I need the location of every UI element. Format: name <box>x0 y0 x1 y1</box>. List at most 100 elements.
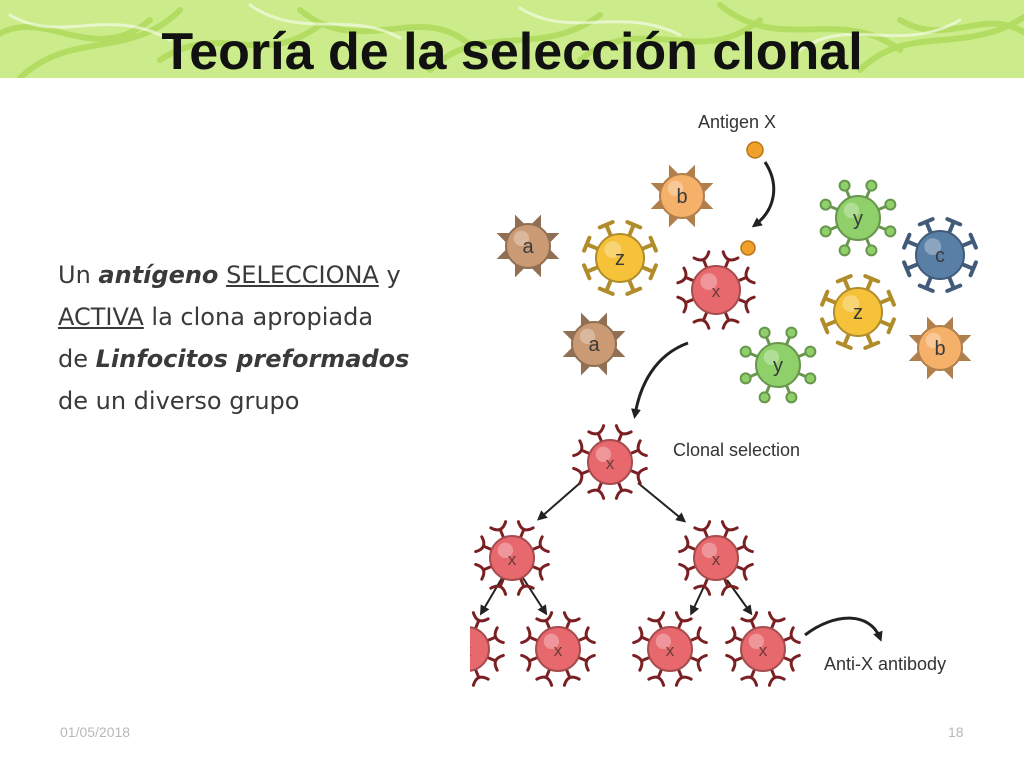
lymphocyte-x: x <box>470 611 505 687</box>
cell-body <box>915 230 965 280</box>
cell-highlight <box>667 180 684 196</box>
receptor-bar <box>945 283 963 293</box>
lymphocyte-c: c <box>902 217 978 293</box>
receptor-stem <box>797 372 807 378</box>
text-run: Un <box>58 261 99 289</box>
lymphocyte-x: x <box>678 520 754 596</box>
receptor-hook <box>535 675 554 687</box>
receptor-stem <box>865 237 871 247</box>
selection-arrow <box>631 341 689 419</box>
cell-highlight <box>843 202 860 218</box>
lymphocyte-z: z <box>582 220 658 296</box>
body-line-3: de Linfocitos preformados <box>58 338 438 380</box>
receptor-ball <box>838 244 851 257</box>
receptor-hook <box>614 424 633 436</box>
receptor-hook <box>721 250 740 262</box>
lymphocyte-y: y <box>819 179 897 257</box>
receptor-ball <box>884 225 897 238</box>
receptor-hook <box>471 675 490 687</box>
receptor-hook <box>516 584 535 596</box>
receptor-hook <box>474 535 486 554</box>
lymphocyte-x: x <box>632 611 708 687</box>
lymphocyte-b: b <box>650 164 714 228</box>
receptor-hook <box>587 424 606 436</box>
cell-highlight <box>700 273 718 290</box>
receptor-hook <box>696 653 708 672</box>
cell-highlight <box>924 238 942 256</box>
receptor-hook <box>572 466 584 485</box>
receptor-hook <box>767 675 786 687</box>
cell-body <box>833 287 883 337</box>
cell-highlight <box>513 230 530 246</box>
receptor-stem <box>627 279 636 293</box>
cell-body <box>587 439 633 485</box>
cell-letter: z <box>853 302 863 324</box>
lymphocyte-a: a <box>496 214 560 278</box>
receptor-hook <box>725 626 737 645</box>
receptor-hook <box>493 653 505 672</box>
receptor-hook <box>562 611 581 623</box>
cell-letter: x <box>759 641 768 660</box>
cell-letter: a <box>522 236 534 258</box>
green-swirl-banner <box>0 0 1024 78</box>
cell-letter: y <box>853 208 863 230</box>
receptor-bar <box>968 260 978 278</box>
receptor-bar <box>835 340 853 350</box>
cell-body <box>693 535 739 581</box>
receptor-hook <box>489 520 508 532</box>
receptor-stem <box>829 225 839 231</box>
cell-letter: x <box>470 641 472 660</box>
receptor-hook <box>584 626 596 645</box>
receptor-bar <box>902 260 912 278</box>
lymphocyte-x: x <box>725 611 801 687</box>
cell-highlight <box>925 332 942 348</box>
receptor-hook <box>572 439 584 458</box>
receptor-hook <box>647 611 666 623</box>
cell-letter: z <box>615 248 625 270</box>
cell-body <box>835 195 881 241</box>
text-run: y <box>378 261 401 289</box>
receptor-stem <box>785 384 791 394</box>
cell-letter: x <box>508 550 517 569</box>
receptor-stem <box>865 189 871 199</box>
text-run: la clona apropiada <box>143 303 374 331</box>
receptor-hook <box>632 626 644 645</box>
receptor-hook <box>676 295 688 314</box>
receptor-bar <box>863 340 881 350</box>
lymphocyte-b: b <box>908 316 972 380</box>
receptor-bar <box>902 232 912 250</box>
receptor-hook <box>721 318 740 330</box>
receptor-hook <box>678 562 690 581</box>
branch-arrow <box>536 482 581 521</box>
receptor-hook <box>789 626 801 645</box>
text-run: de <box>58 345 96 373</box>
text-run <box>218 261 226 289</box>
lymphocyte-a: a <box>562 312 626 376</box>
body-line-4: de un diverso grupo <box>58 380 438 422</box>
underlined-activa: ACTIVA <box>58 303 144 331</box>
cell-letter: x <box>606 454 615 473</box>
cell-body <box>489 535 535 581</box>
lymphocyte-x: x <box>572 424 648 500</box>
cell-highlight <box>604 241 622 258</box>
receptor-hook <box>520 653 532 672</box>
receptor-ball <box>739 372 752 385</box>
receptor-ball <box>758 326 771 339</box>
receptor-hook <box>744 295 756 314</box>
receptor-hook <box>720 584 739 596</box>
receptor-ball <box>865 244 878 257</box>
receptor-hook <box>742 535 754 554</box>
cell-letter: c <box>935 245 945 267</box>
cell-letter: x <box>712 282 721 301</box>
receptor-hook <box>587 488 606 500</box>
receptor-bar <box>597 286 615 296</box>
branch-arrow <box>479 577 503 616</box>
arrows <box>479 161 883 642</box>
receptor-bar <box>863 274 881 284</box>
emphasis-linfocitos: Linfocitos preformados <box>95 345 410 373</box>
receptor-stem <box>845 189 851 199</box>
receptor-stem <box>749 352 759 358</box>
receptor-bar <box>582 235 592 253</box>
cell-highlight <box>595 446 612 462</box>
cell-letter: x <box>666 641 675 660</box>
